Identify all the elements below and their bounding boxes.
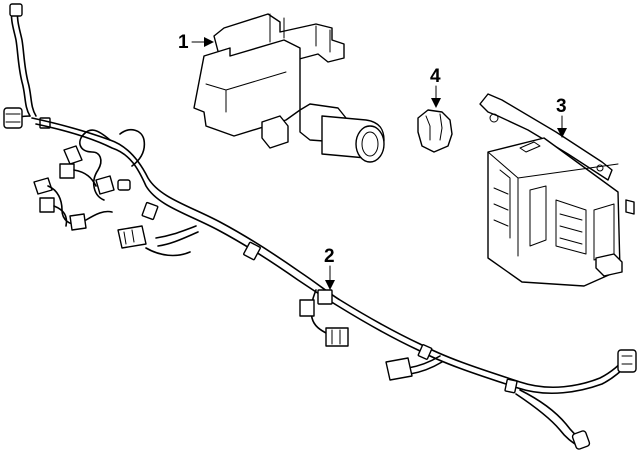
callout-label-2: 2 — [324, 246, 335, 267]
callout-label-1: 1 — [178, 32, 189, 53]
callout-label-4: 4 — [430, 66, 441, 87]
bezel — [417, 109, 453, 153]
callout-2: 2 — [324, 246, 335, 290]
callout-3: 3 — [556, 96, 567, 138]
wiring-harness — [3, 3, 637, 450]
control-module — [479, 93, 635, 287]
sensor — [193, 13, 385, 163]
callout-4: 4 — [430, 66, 441, 108]
callout-label-3: 3 — [556, 96, 567, 117]
arrow-2-icon — [325, 280, 335, 290]
callout-1: 1 — [178, 32, 214, 53]
arrow-4-icon — [431, 98, 441, 108]
arrow-3-icon — [557, 128, 567, 138]
arrow-1-icon — [204, 37, 214, 47]
